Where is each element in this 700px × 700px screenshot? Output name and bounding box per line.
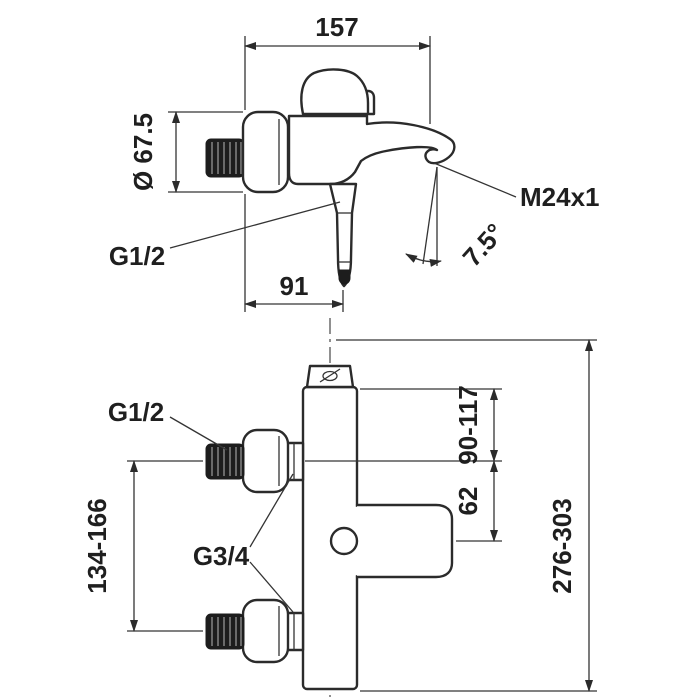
body-and-spout — [287, 114, 456, 186]
angle-slant-line — [422, 166, 438, 265]
dim-label-spacing: 134-166 — [82, 498, 112, 593]
faucet-side-view: 157 Ø 67.5 G1/2 91 M24x1 — [109, 12, 600, 312]
body-screw — [329, 526, 359, 556]
dimension-escutcheon-diameter: Ø 67.5 — [128, 111, 243, 193]
label-inlet-connection: G1/2 — [108, 397, 228, 451]
dim-label-offset: 62 — [453, 487, 483, 516]
escutcheon-plate — [241, 598, 290, 664]
dimension-spout-angle: 7.5° — [405, 166, 510, 273]
dim-label-diameter: Ø 67.5 — [128, 113, 158, 191]
cap-slash — [319, 368, 341, 383]
outlet-pipe — [328, 182, 358, 288]
column-top-cap — [305, 364, 355, 389]
handle-grip — [300, 68, 370, 116]
escutcheon-plate — [241, 428, 290, 494]
angle-arc — [405, 253, 442, 267]
dimension-spout-depth: 91 — [244, 271, 344, 312]
faucet-front-view: G1/2 134-166 G3/4 90-117 62 — [82, 318, 597, 697]
label-g12-front: G1/2 — [108, 397, 164, 427]
leader-line — [249, 473, 294, 548]
bottom-connector — [205, 598, 305, 664]
dimension-inlet-spacing: 134-166 — [82, 460, 203, 632]
shower-outlet-pipe — [328, 182, 358, 288]
escutcheon-plate — [241, 110, 290, 194]
label-g12-side: G1/2 — [109, 241, 165, 271]
top-connector — [205, 428, 305, 494]
label-shower-connection: G1/2 — [109, 201, 341, 271]
dim-label-total-height: 276-303 — [547, 498, 577, 593]
wall-screw — [205, 138, 245, 178]
leader-line — [169, 416, 228, 451]
label-m24x1: M24x1 — [520, 182, 600, 212]
pipe-tip — [338, 269, 351, 285]
escutcheon — [241, 110, 290, 194]
cap-vent-hole — [322, 370, 338, 382]
label-union-connection: G3/4 — [193, 473, 294, 613]
label-spout-thread: M24x1 — [433, 162, 600, 212]
leader-line — [249, 561, 294, 613]
leader-line — [433, 162, 517, 198]
dim-label-upper-height: 90-117 — [453, 385, 483, 465]
dim-label-width: 157 — [315, 12, 358, 42]
dimension-spout-offset: 62 — [453, 460, 502, 542]
dimension-total-height: 276-303 — [336, 339, 597, 692]
dim-label-depth: 91 — [280, 271, 309, 301]
mixer-body-block — [355, 503, 454, 579]
handle-lever — [300, 68, 376, 116]
dim-label-angle: 7.5° — [457, 218, 510, 273]
dimension-upper-height: 90-117 — [305, 385, 502, 465]
leader-line — [169, 201, 341, 249]
cap-outline — [305, 364, 355, 389]
wall-screw-body — [205, 443, 245, 480]
label-g34: G3/4 — [193, 541, 250, 571]
wall-screw-body — [205, 613, 245, 650]
dimension-width: 157 — [244, 12, 431, 312]
